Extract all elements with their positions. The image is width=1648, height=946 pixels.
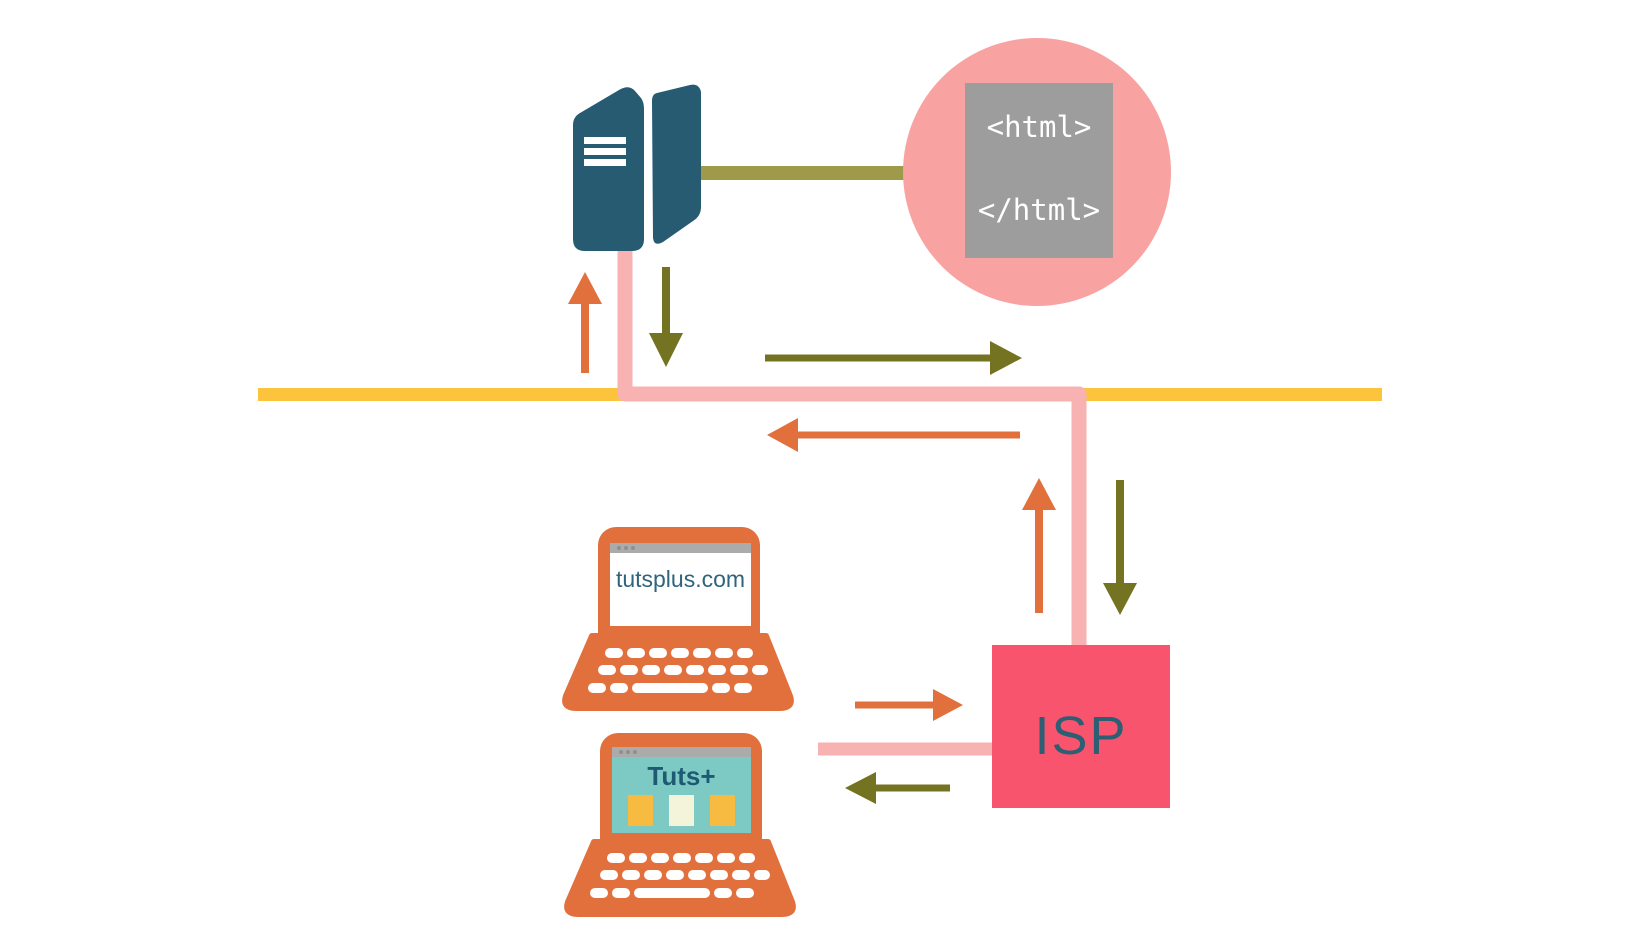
content-block <box>710 795 735 826</box>
browser-bar <box>610 543 751 553</box>
isp-box: ISP <box>992 645 1170 808</box>
isp-label: ISP <box>1034 705 1128 766</box>
server-side-panel <box>652 84 701 244</box>
server-front-panel <box>573 87 644 251</box>
laptop-top-screen: tutsplus.com <box>610 543 751 626</box>
client-request-arrow <box>855 689 963 721</box>
browser-dot-icon <box>633 750 637 754</box>
laptop-top-screen-text: tutsplus.com <box>615 566 746 592</box>
browser-dot-icon <box>626 750 630 754</box>
browser-dot-icon <box>624 546 628 550</box>
content-block <box>669 795 694 826</box>
browser-dot-icon <box>619 750 623 754</box>
server-upload-arrow <box>568 272 602 373</box>
server-download-arrow <box>649 267 683 367</box>
backbone-left-arrow <box>767 418 1020 452</box>
backbone-right-arrow <box>765 341 1022 375</box>
client-response-arrow <box>845 772 950 804</box>
content-block <box>628 795 653 826</box>
webpage-content-blocks <box>612 795 751 826</box>
isp-downstream-arrow <box>1103 480 1137 615</box>
isp-upstream-arrow <box>1022 478 1056 613</box>
code-open-tag: <html> <box>986 110 1092 144</box>
code-close-tag: </html> <box>977 193 1101 227</box>
browser-dot-icon <box>631 546 635 550</box>
laptop-bottom-screen: Tuts+ <box>612 747 751 833</box>
server-to-isp-pink-line <box>617 230 1087 648</box>
code-snippet-panel: <html> </html> <box>965 83 1113 258</box>
laptop-bottom-screen-text: Tuts+ <box>647 761 716 791</box>
browser-bar <box>612 747 751 757</box>
browser-dot-icon <box>617 546 621 550</box>
server-vent-lines <box>584 137 626 166</box>
server-code-connector-line <box>695 166 908 180</box>
